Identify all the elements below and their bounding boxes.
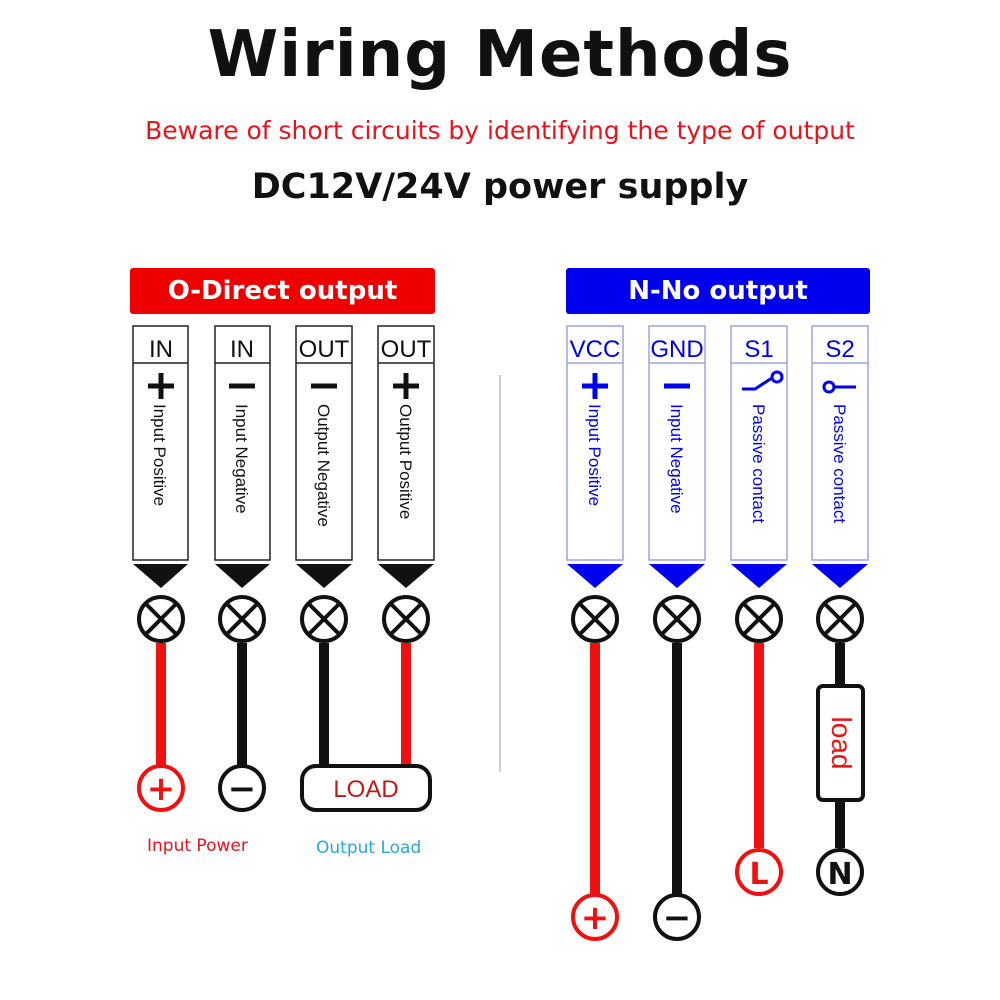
terminal-s2: S2 Passive contact — [811, 325, 869, 643]
power-positive-icon: + — [137, 764, 185, 812]
terminal-s1: S1 Passive contact — [730, 325, 788, 643]
load-label: load — [826, 717, 857, 770]
direct-output-banner: O-Direct output — [130, 268, 435, 314]
terminal-desc: Input Positive — [150, 404, 169, 506]
neutral-icon: N — [816, 848, 864, 896]
terminal-out-pos: OUT Output Positive — [377, 325, 435, 643]
svg-text:−: − — [663, 898, 692, 938]
svg-text:−: − — [228, 769, 257, 809]
svg-text:+: + — [581, 898, 610, 938]
live-icon: L — [735, 848, 783, 896]
svg-text:N: N — [827, 857, 852, 892]
svg-text:+: + — [147, 769, 176, 809]
terminal-desc: Input Negative — [232, 404, 251, 514]
power-supply-text: DC12V/24V power supply — [251, 167, 749, 207]
terminal-code: VCC — [570, 336, 621, 363]
switch-contact-icon — [822, 380, 856, 394]
input-power-label: Input Power — [147, 836, 248, 856]
terminal-code: IN — [149, 336, 173, 363]
load-label: LOAD — [333, 776, 398, 803]
terminal-desc: Input Positive — [585, 404, 604, 506]
terminal-vcc: VCC Input Positive — [566, 325, 624, 643]
vertical-load-box: load — [816, 684, 865, 802]
switch-contact-icon — [742, 370, 784, 391]
no-output-banner: N-No output — [566, 268, 870, 314]
terminal-code: S1 — [744, 336, 773, 363]
terminal-out-neg: OUT Output Negative — [295, 325, 353, 643]
terminal-desc: Passive contact — [830, 404, 849, 523]
output-load-label: Output Load — [316, 838, 422, 858]
terminal-code: IN — [230, 336, 254, 363]
terminal-code: S2 — [825, 336, 854, 363]
terminal-in-neg: IN Input Negative — [214, 325, 271, 643]
terminal-desc: Input Negative — [667, 404, 686, 514]
terminal-code: OUT — [381, 336, 432, 363]
warning-text: Beware of short circuits by identifying … — [145, 116, 855, 145]
terminal-code: OUT — [299, 336, 350, 363]
terminal-desc: Output Negative — [314, 404, 333, 527]
power-negative-icon: − — [218, 764, 266, 812]
svg-text:L: L — [749, 857, 768, 892]
page-title: Wiring Methods — [207, 18, 793, 92]
terminal-code: GND — [650, 336, 703, 363]
terminal-in-pos: IN Input Positive — [132, 325, 189, 643]
power-positive-icon: + — [571, 893, 619, 941]
terminal-gnd: GND Input Negative — [648, 325, 706, 643]
terminal-desc: Passive contact — [749, 404, 768, 523]
load-box: LOAD — [300, 764, 432, 812]
power-negative-icon: − — [653, 893, 701, 941]
terminal-desc: Output Positive — [396, 404, 415, 519]
